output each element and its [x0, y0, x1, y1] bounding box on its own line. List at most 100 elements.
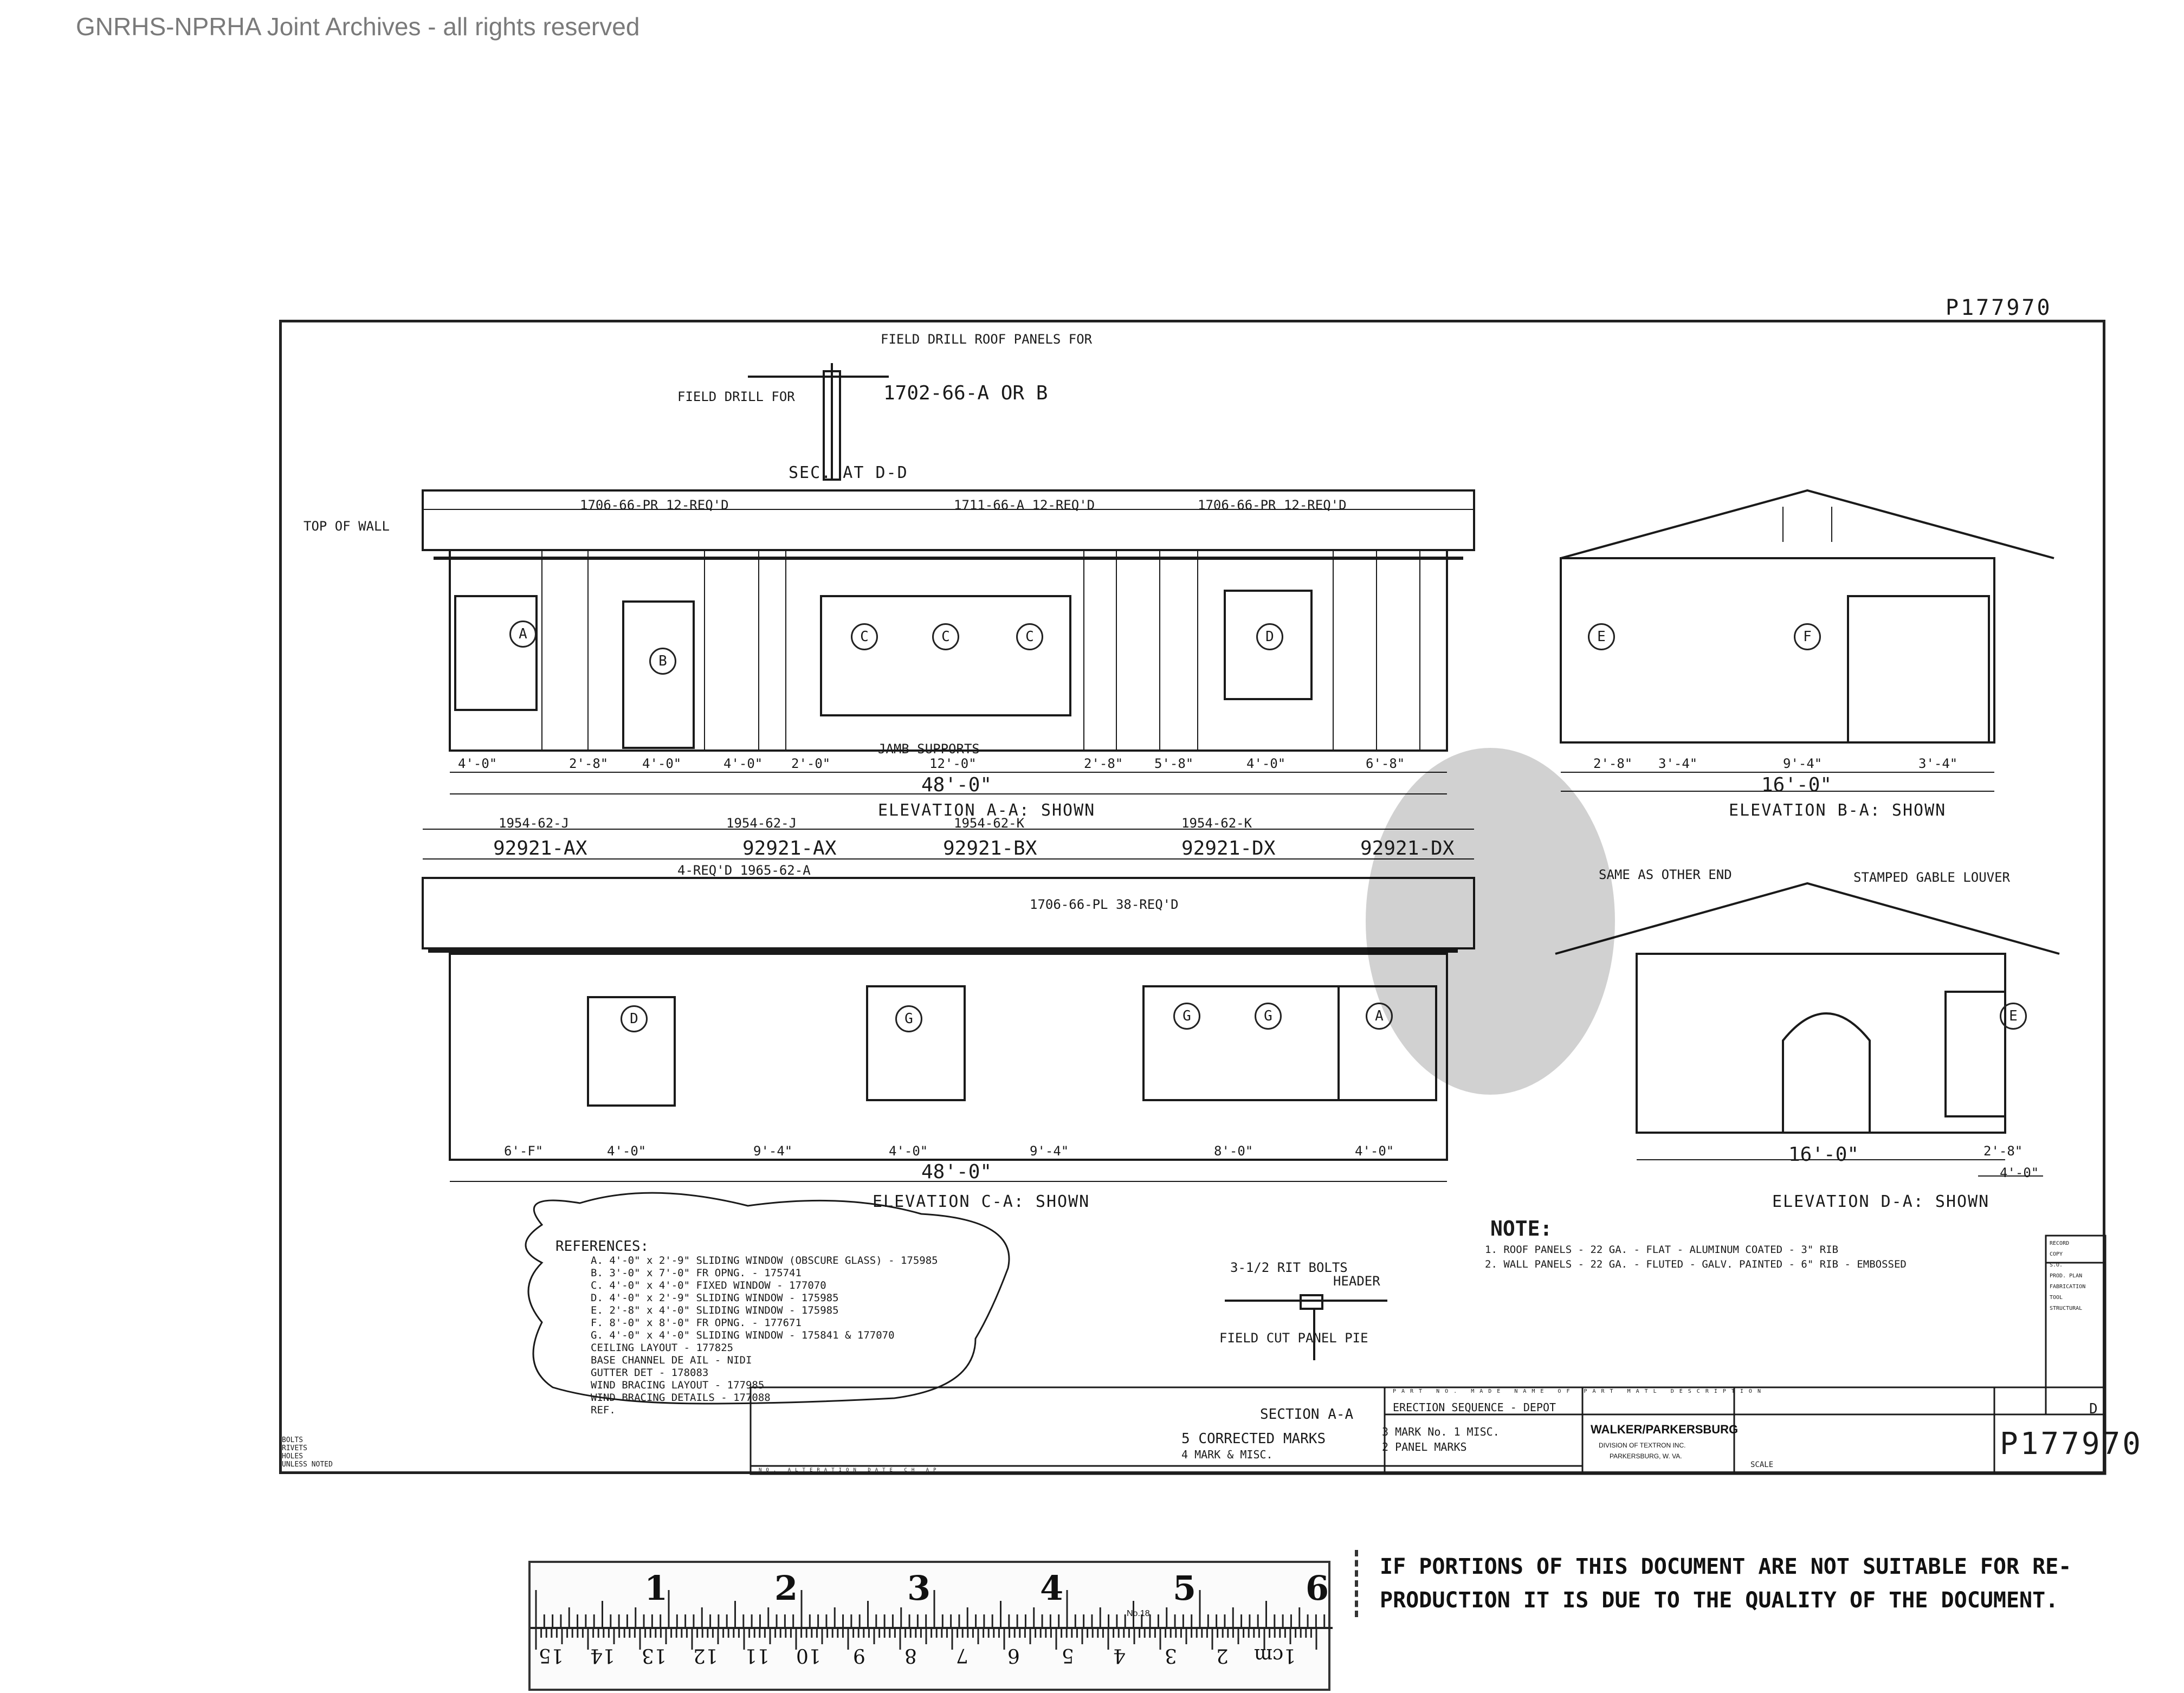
record-item: S.O. — [2050, 1262, 2063, 1268]
col-head: CH — [904, 1468, 919, 1473]
elevation-b-title: ELEVATION B-A: SHOWN — [1729, 801, 1947, 820]
ruler-cm-12: 12 — [693, 1644, 718, 1666]
reference-line: A. 4'-0" x 2'-9" SLIDING WINDOW (OBSCURE… — [591, 1255, 938, 1266]
roof-c-top-3: 1954-62-K — [954, 816, 1025, 831]
stamp-line-1: IF PORTIONS OF THIS DOCUMENT ARE NOT SUI… — [1380, 1554, 2072, 1579]
roof-c-mid-4: 92921-DX — [1181, 837, 1276, 860]
dim-b-overall: 16'-0" — [1761, 774, 1832, 796]
ruler-cm-4: 4 — [1113, 1644, 1126, 1666]
dim-c-6: 8'-0" — [1214, 1143, 1253, 1159]
callout-bolts: 3-1/2 RIT BOLTS — [1230, 1260, 1348, 1275]
record-list: RECORD COPY S.O. PROD. PLAN FABRICATION … — [2050, 1238, 2085, 1314]
reference-line: C. 4'-0" x 4'-0" FIXED WINDOW - 177070 — [591, 1280, 826, 1291]
references-heading: REFERENCES: — [555, 1238, 649, 1255]
callout-field-cut: FIELD CUT PANEL PIE — [1219, 1330, 1368, 1346]
window-mark-f: F — [1794, 623, 1821, 650]
window-mark-c3: C — [1016, 623, 1043, 650]
elevation-c-drawing — [422, 829, 1475, 1182]
ruler-cm-3: 3 — [1165, 1644, 1177, 1666]
window-mark-e: E — [1588, 623, 1615, 650]
scan-noise — [1366, 748, 1615, 1095]
roof-c-mid-5: 92921-DX — [1360, 837, 1455, 860]
left-label: RIVETS — [282, 1444, 307, 1452]
sheet-letter: D — [2089, 1401, 2098, 1417]
part-head: MATL — [1627, 1388, 1662, 1394]
roof-c-mid-1: 92921-AX — [493, 837, 587, 860]
dim-c-7: 4'-0" — [1355, 1143, 1394, 1159]
revision-4: 4 MARK & MISC. — [1181, 1448, 1273, 1461]
ruler-cm-8: 8 — [904, 1644, 917, 1666]
drawing-number: P177970 — [2000, 1426, 2143, 1462]
company-city: PARKERSBURG, W. VA. — [1610, 1452, 1682, 1460]
ruler-cm-14: 14 — [590, 1644, 615, 1666]
revision-no: 4 — [1181, 1448, 1188, 1461]
roof-panel-a-1: 1706-66-PR 12-REQ'D — [580, 497, 729, 513]
dim-a-3: 4'-0" — [642, 756, 682, 771]
title-block-lines — [749, 1235, 2107, 1475]
part-head: DESCRIPTION — [1670, 1388, 1766, 1394]
dim-a-9: 4'-0" — [1246, 756, 1286, 771]
record-item: TOOL — [2050, 1295, 2063, 1301]
company-division: DIVISION OF TEXTRON INC. — [1599, 1442, 1686, 1449]
roof-c-req: 4-REQ'D 1965-62-A — [677, 863, 811, 878]
ruler-cm-1: 1cm — [1254, 1644, 1296, 1666]
reference-line: CEILING LAYOUT - 177825 — [591, 1342, 734, 1354]
revision-text: PANEL MARKS — [1395, 1440, 1467, 1453]
reference-line: WIND BRACING DETAILS - 177088 — [591, 1392, 771, 1404]
roof-c-top-2: 1954-62-J — [726, 816, 797, 831]
window-mark-a: A — [509, 621, 537, 648]
dim-a-10: 6'-8" — [1366, 756, 1405, 771]
dim-b-4: 3'-4" — [1918, 756, 1958, 771]
window-mark-c2: C — [932, 623, 959, 650]
col-head: DATE — [868, 1468, 897, 1473]
dim-b-1: 2'-8" — [1593, 756, 1633, 771]
dim-d-1: 2'-8" — [1983, 1143, 2023, 1159]
reference-line: E. 2'-8" x 4'-0" SLIDING WINDOW - 175985 — [591, 1304, 839, 1316]
dim-a-5: 2'-0" — [791, 756, 831, 771]
roof-c-mid-3: 92921-BX — [943, 837, 1037, 860]
window-mark-c-d: D — [621, 1005, 648, 1032]
dim-d-2: 4'-0" — [2000, 1165, 2039, 1180]
ruler-inch-1: 1 — [644, 1568, 668, 1608]
record-item: PROD. PLAN — [2050, 1273, 2083, 1279]
col-head: NO. — [759, 1468, 781, 1473]
ruler-cm-7: 7 — [956, 1644, 968, 1666]
elevation-a-drawing — [422, 489, 1475, 794]
revision-5: 5 CORRECTED MARKS — [1181, 1431, 1326, 1447]
ruler-cm-5: 5 — [1062, 1644, 1074, 1666]
part-heads: PART NO. MADE NAME OF PART MATL DESCRIPT… — [1393, 1388, 1766, 1394]
archive-watermark: GNRHS-NPRHA Joint Archives - all rights … — [76, 12, 640, 41]
ruler-cm-13: 13 — [642, 1644, 667, 1666]
elevation-a-title: ELEVATION A-A: SHOWN — [878, 801, 1096, 820]
elevation-b-drawing — [1560, 489, 2054, 792]
callout-stamped-louver: STAMPED GABLE LOUVER — [1853, 870, 2010, 885]
dim-b-2: 3'-4" — [1658, 756, 1698, 771]
reference-line: G. 4'-0" x 4'-0" SLIDING WINDOW - 175841… — [591, 1329, 895, 1341]
note-heading: NOTE: — [1490, 1217, 1553, 1240]
part-head: PART NO. — [1393, 1388, 1463, 1394]
dim-a-6: 12'-0" — [929, 756, 977, 771]
dim-c-4: 4'-0" — [889, 1143, 928, 1159]
col-head: AP — [926, 1468, 941, 1473]
ruler-cm-2: 2 — [1216, 1644, 1229, 1666]
left-label: UNLESS NOTED — [282, 1461, 333, 1469]
window-mark-g3: G — [1255, 1003, 1282, 1030]
roof-c-top-4: 1954-62-K — [1181, 816, 1252, 831]
revision-text: CORRECTED MARKS — [1198, 1431, 1326, 1447]
revision-text: MARK & MISC. — [1194, 1448, 1273, 1461]
roof-panel-a-3: 1706-66-PR 12-REQ'D — [1198, 497, 1347, 513]
callout-part-1702: 1702-66-A OR B — [883, 382, 1048, 404]
roof-c-mid-2: 92921-AX — [742, 837, 837, 860]
rev-col-heads: NO. ALTERATION DATE CH AP — [759, 1468, 941, 1473]
dim-a-8: 5'-8" — [1154, 756, 1194, 771]
dim-a-1: 4'-0" — [458, 756, 497, 771]
ruler-cm-11: 11 — [745, 1644, 770, 1666]
callout-header: HEADER — [1333, 1274, 1380, 1289]
section-dd-detail — [748, 363, 889, 481]
window-mark-b: B — [649, 648, 676, 675]
ruler-inch-2: 2 — [774, 1568, 798, 1608]
callout-field-drill-roof: FIELD DRILL ROOF PANELS FOR — [881, 332, 1093, 347]
roof-panel-a-2: 1711-66-A 12-REQ'D — [954, 497, 1095, 513]
ruler-cm-10: 10 — [796, 1644, 821, 1666]
elevation-d-drawing — [1555, 882, 2060, 1177]
